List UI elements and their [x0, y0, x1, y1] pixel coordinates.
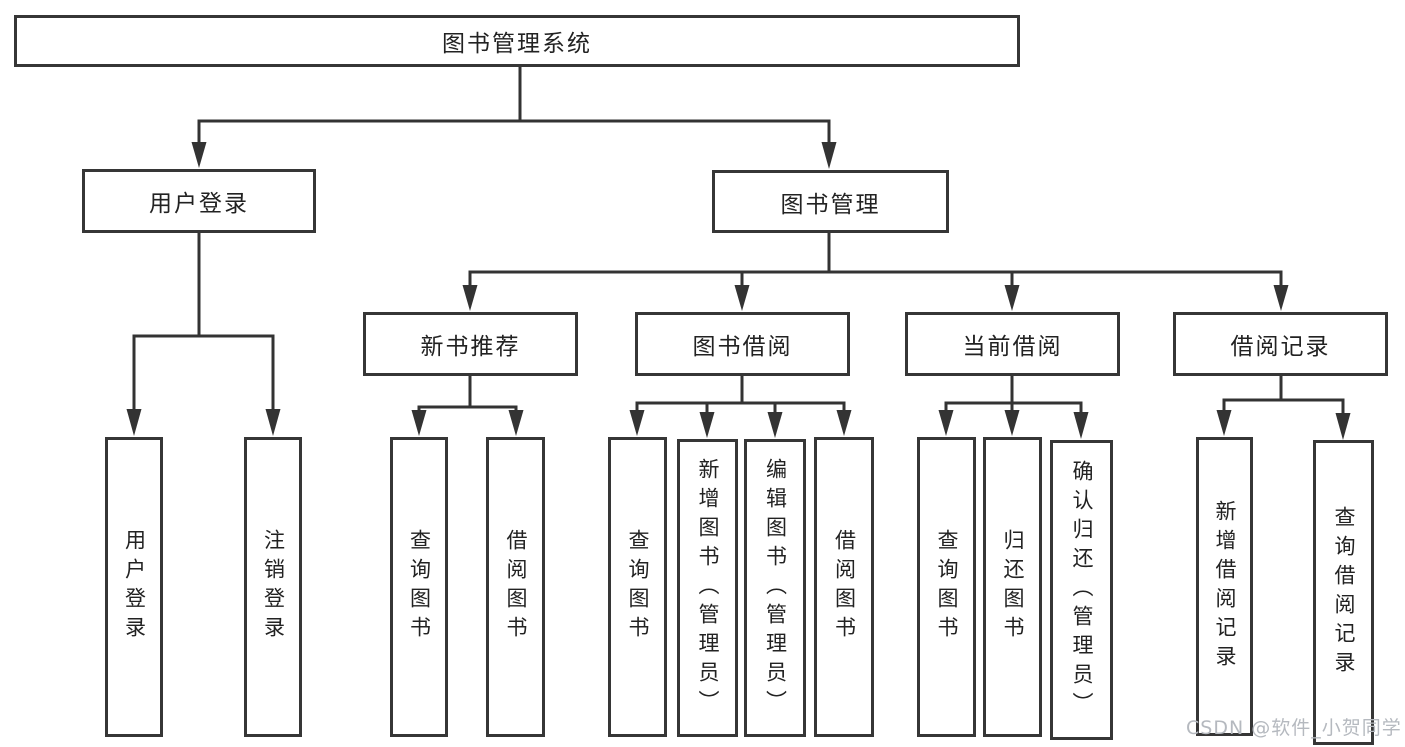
leaf-label: 查询借阅记录 — [1332, 505, 1356, 680]
leaf-recommend-query-books: 查询图书 — [390, 437, 448, 737]
leaf-current-query-books: 查询图书 — [917, 437, 976, 737]
leaf-label: 新增图书（管理员） — [696, 457, 720, 719]
leaf-label: 查询图书 — [407, 529, 432, 645]
leaf-user-login: 用户登录 — [105, 437, 163, 737]
leaf-current-return-books: 归还图书 — [983, 437, 1042, 737]
node-book-management-branch: 图书管理 — [712, 170, 949, 233]
leaf-label: 查询图书 — [935, 529, 959, 645]
node-book-borrow: 图书借阅 — [635, 312, 850, 376]
leaf-label: 借阅图书 — [832, 529, 857, 645]
node-user-login-branch: 用户登录 — [82, 169, 316, 233]
node-current-borrow: 当前借阅 — [905, 312, 1120, 376]
leaf-borrow-borrow-books: 借阅图书 — [814, 437, 874, 737]
node-new-book-recommend: 新书推荐 — [363, 312, 578, 376]
leaf-borrow-edit-books-admin: 编辑图书（管理员） — [744, 439, 806, 737]
leaf-label: 确认归还（管理员） — [1070, 459, 1094, 721]
leaf-recommend-borrow-books: 借阅图书 — [486, 437, 545, 737]
leaf-label: 编辑图书（管理员） — [763, 457, 788, 719]
leaf-records-query-borrow-record: 查询借阅记录 — [1313, 440, 1374, 745]
leaf-label: 借阅图书 — [504, 529, 528, 645]
leaf-label: 归还图书 — [1001, 529, 1025, 645]
leaf-borrow-add-books-admin: 新增图书（管理员） — [677, 439, 738, 737]
leaf-label: 新增借阅记录 — [1213, 499, 1237, 674]
csdn-watermark: CSDN @软件_小贺同学 — [1186, 717, 1402, 739]
leaf-label: 查询图书 — [626, 529, 650, 645]
leaf-label: 用户登录 — [122, 529, 147, 645]
node-library-system: 图书管理系统 — [14, 15, 1020, 67]
leaf-borrow-query-books: 查询图书 — [608, 437, 667, 737]
leaf-records-add-borrow-record: 新增借阅记录 — [1196, 437, 1253, 736]
leaf-current-confirm-return-admin: 确认归还（管理员） — [1050, 440, 1113, 740]
node-borrow-records: 借阅记录 — [1173, 312, 1388, 376]
leaf-logout: 注销登录 — [244, 437, 302, 737]
leaf-label: 注销登录 — [261, 529, 286, 645]
